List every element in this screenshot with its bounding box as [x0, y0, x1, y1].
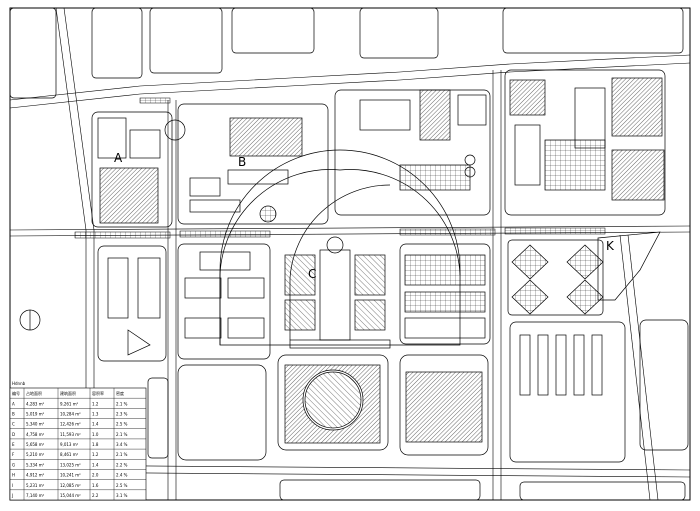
table-cell: 1.4 [92, 462, 99, 467]
table-header-cell: 建筑面积 [60, 390, 76, 396]
table-header-cell: 密度 [116, 390, 124, 396]
table-cell: 2.5 % [116, 422, 128, 427]
block-B [164, 103, 329, 225]
table-cell: 5,019 m² [26, 411, 45, 416]
compass-icon [19, 309, 41, 331]
table-cell: H [12, 473, 15, 478]
statistics-table: Hdnnb 编号占地面积 建筑面积 容积率 密度 A 4,283 m² 9,261 m² 1.… [9, 381, 147, 501]
table-cell: 2.1 % [116, 401, 128, 406]
table-cell: 5,658 m² [26, 442, 45, 447]
table-cell: 2.2 [92, 493, 99, 498]
block-label-B: B [238, 155, 246, 169]
table-cell: I [12, 483, 13, 488]
block-south-center [399, 354, 489, 456]
tree-rows [74, 97, 606, 239]
table-cell: 2.1 % [116, 452, 128, 457]
block-northeast [504, 69, 666, 216]
table-cell: G [12, 462, 15, 467]
table-cell: 3.1 % [116, 493, 128, 498]
table-cell: 15,044 m² [60, 493, 81, 498]
block-south-west [147, 364, 267, 461]
table-cell: 1.6 [92, 483, 99, 488]
central-complex [219, 149, 461, 349]
block-south-east [509, 319, 689, 463]
table-cell: 4,283 m² [26, 401, 45, 406]
block-A [91, 111, 173, 228]
table-cell: 11,593 m² [60, 432, 81, 437]
block-label-A: A [114, 151, 123, 165]
table-cell: 8,461 m² [60, 452, 79, 457]
block-center-north [334, 89, 491, 216]
table-cell: 9,261 m² [60, 401, 79, 406]
table-cell: 2.3 % [116, 411, 128, 416]
table-cell: 7,140 m² [26, 493, 45, 498]
table-cell: 1.4 [92, 422, 99, 427]
table-cell: D [12, 432, 15, 437]
table-cell: 3.4 % [116, 442, 128, 447]
outer-blocks-top [9, 7, 684, 99]
table-cell: 2.2 % [116, 462, 128, 467]
outer-blocks-bottom [279, 479, 686, 501]
table-cell: 1.0 [92, 432, 99, 437]
table-cell: E [12, 442, 15, 447]
block-label-K: K [606, 239, 615, 253]
table-cell: J [11, 493, 13, 498]
table-cell: 1.2 [92, 452, 99, 457]
table-cell: 1.2 [92, 401, 99, 406]
table-cell: 10,241 m² [60, 473, 81, 478]
block-label-C: C [308, 267, 316, 281]
table-cell: 1.8 [92, 442, 99, 447]
table-header-cell: 编号 [12, 390, 20, 396]
table-cell: 2.5 % [116, 483, 128, 488]
table-cell: B [12, 411, 15, 416]
table-cell: 12,426 m² [60, 422, 81, 427]
block-dorms-west [177, 243, 271, 360]
table-cell: 2.1 % [116, 432, 128, 437]
table-cell: 5,340 m² [26, 422, 45, 427]
table-cell: 10,284 m² [60, 411, 81, 416]
table-title: Hdnnb [12, 381, 26, 386]
table-cell: 13,025 m² [60, 462, 81, 467]
table-cell: 2.0 [92, 473, 99, 478]
block-dorms-east [399, 243, 491, 345]
table-cell: F [12, 452, 15, 457]
table-header-cell: 占地面积 [26, 390, 42, 396]
block-plaza-east [507, 231, 661, 316]
block-stadium [277, 354, 389, 451]
table-header-cell: 容积率 [92, 390, 104, 396]
table-cell: 12,085 m² [60, 483, 81, 488]
table-cell: 2.4 % [116, 473, 128, 478]
block-C [97, 245, 167, 362]
table-cell: 5,231 m² [26, 483, 45, 488]
table-cell: 9,013 m² [60, 442, 79, 447]
table-cell: A [12, 401, 15, 406]
table-cell: C [12, 422, 15, 427]
table-cell: 4,912 m² [26, 473, 45, 478]
table-cell: 5,210 m² [26, 452, 45, 457]
table-cell: 1.3 [92, 411, 99, 416]
table-cell: 4,758 m² [26, 432, 45, 437]
table-cell: 5,334 m² [26, 462, 45, 467]
